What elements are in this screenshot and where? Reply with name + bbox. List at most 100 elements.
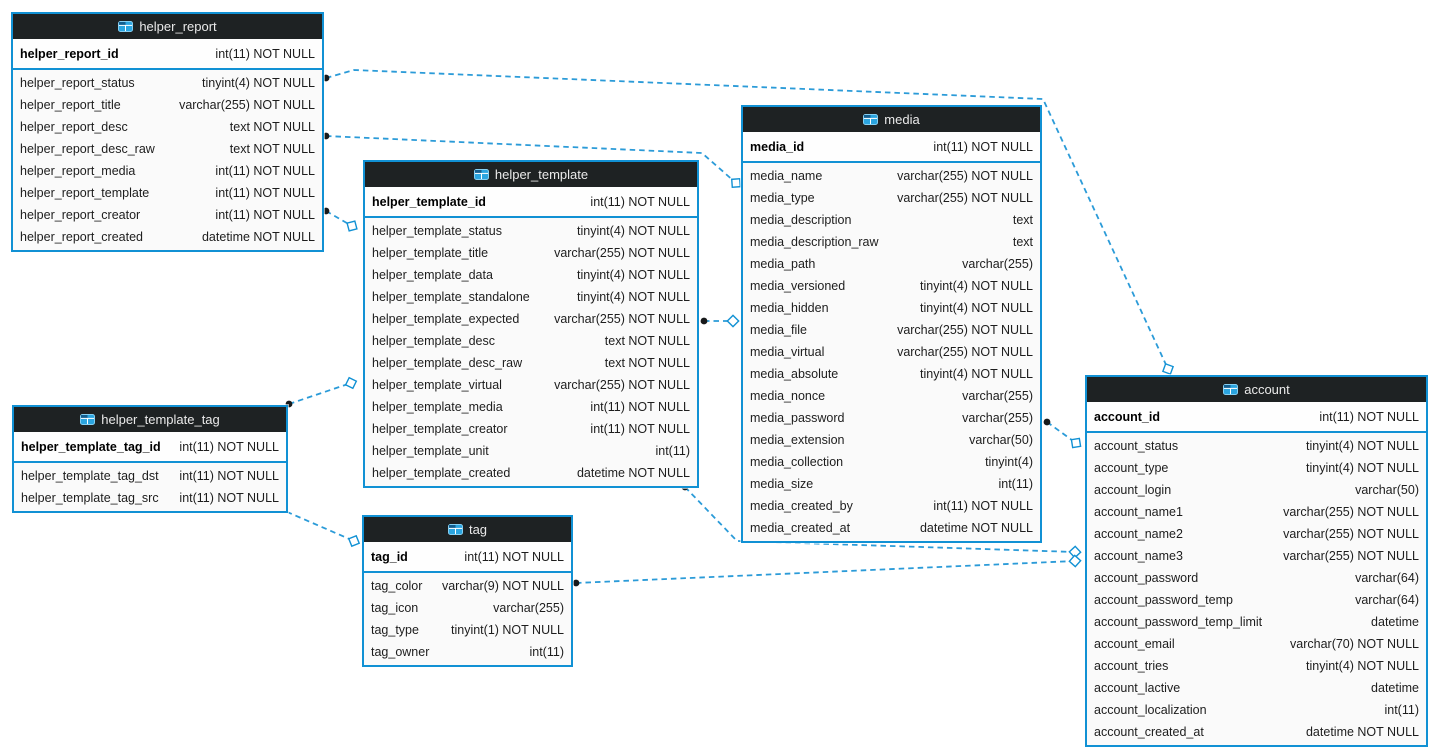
- column-name: helper_template_expected: [372, 312, 520, 326]
- column-type: tinyint(4) NOT NULL: [1306, 659, 1419, 673]
- column-name: media_created_by: [750, 499, 853, 513]
- table-header-account[interactable]: account: [1087, 377, 1426, 402]
- relationship-line[interactable]: [277, 507, 355, 542]
- relationship-line[interactable]: [325, 69, 1169, 370]
- relationship-line[interactable]: [325, 210, 353, 227]
- column-name: media_extension: [750, 433, 845, 447]
- connection-source-dot: [322, 74, 330, 82]
- relationship-line[interactable]: [325, 135, 737, 184]
- table-title: tag: [468, 522, 488, 537]
- table-header-helper_template[interactable]: helper_template: [365, 162, 697, 187]
- connection-media-to-account[interactable]: [1043, 418, 1082, 449]
- column-name: account_password_temp_limit: [1094, 615, 1263, 629]
- connection-helper_report-to-account[interactable]: [322, 69, 1175, 376]
- column-name: media_name: [750, 169, 823, 183]
- table-header-tag[interactable]: tag: [364, 517, 571, 542]
- connection-helper_report-to-media[interactable]: [322, 132, 742, 189]
- column-name: helper_template_virtual: [372, 378, 502, 392]
- table-icon: [473, 169, 489, 180]
- connection-helper_template-to-media[interactable]: [700, 314, 740, 328]
- table-header-helper_template_tag[interactable]: helper_template_tag: [14, 407, 286, 432]
- connection-helper_template_tag-to-helper_template[interactable]: [285, 376, 358, 408]
- relationship-line[interactable]: [288, 382, 352, 405]
- table-header-helper_report[interactable]: helper_report: [13, 14, 322, 39]
- table-header-media[interactable]: media: [743, 107, 1040, 132]
- column-type: datetime: [1371, 681, 1419, 695]
- connection-tag-to-account[interactable]: [572, 554, 1082, 587]
- relationship-line[interactable]: [575, 560, 1076, 584]
- connection-helper_report-to-helper_template[interactable]: [322, 207, 358, 232]
- column-name: media_created_at: [750, 521, 851, 535]
